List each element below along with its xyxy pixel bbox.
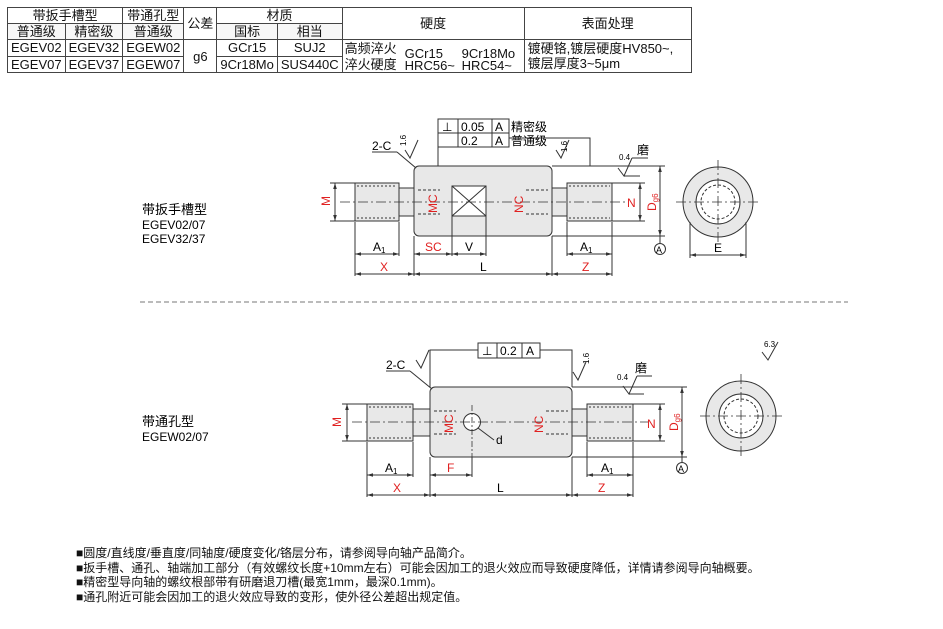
chamfer-label-top: 2-C	[372, 139, 392, 153]
dim-f: F	[447, 461, 454, 475]
dim-nc-bottom: NC	[532, 415, 546, 433]
chamfer-label-bottom: 2-C	[386, 358, 406, 372]
header-normal: 普通级	[7, 23, 66, 40]
cell-r2-precision: EGEV37	[64, 55, 124, 73]
datum-a-label-bottom: A	[678, 464, 684, 474]
label-through-model: EGEW02/07	[142, 430, 209, 444]
dim-m-bottom: M	[330, 417, 344, 427]
surface-line1: 镀硬铬,镀层硬度HV850~,	[527, 41, 674, 56]
tolerance-frame-bottom	[477, 342, 541, 359]
dim-mc-top: MC	[426, 194, 440, 213]
hardness-val2: HRC54~	[461, 58, 512, 73]
drawing-wrench-type	[330, 137, 760, 276]
surface-line2: 镀层厚度3~5μm	[527, 56, 621, 71]
header-national: 国标	[216, 23, 278, 40]
tol-val-bottom: 0.2	[500, 344, 517, 358]
note-item: ■扳手槽、通孔、轴端加工部分（有效螺纹长度+10mm左右）可能会因加工的退火效应…	[76, 560, 760, 575]
drawing-through-type	[342, 341, 784, 497]
rough-1-6-b: 1.6	[560, 140, 569, 152]
cell-r2-through: EGEW07	[122, 55, 185, 73]
thread-right-bottom	[586, 403, 634, 442]
dim-d-bottom: Dg6	[667, 413, 682, 431]
perp-symbol-top: ⊥	[442, 120, 452, 134]
drawing-through-labels: 带通孔型 EGEW02/07 ⊥ 0.2 A 2-C 1.6 0.4 6.3 磨…	[142, 340, 776, 495]
dim-e: E	[714, 241, 722, 255]
cell-r2-mat-cn: 9Cr18Mo	[216, 55, 278, 73]
datum-a-label-top: A	[656, 245, 662, 255]
dim-a1-left-top: A1	[373, 240, 386, 255]
dim-z-top: Z	[582, 260, 589, 274]
perp-symbol-bottom: ⊥	[482, 344, 492, 358]
dim-mc-bottom: MC	[442, 414, 456, 433]
tol-val-normal: 0.2	[461, 134, 478, 148]
drawing-wrench-labels: 带扳手槽型 EGEV02/07 EGEV32/37 ⊥ 0.05 A 精密级 0…	[142, 118, 722, 274]
header-type-wrench: 带扳手槽型	[6, 7, 124, 24]
label-wrench-model1: EGEV02/07	[142, 218, 206, 232]
dim-m-top: M	[319, 196, 333, 206]
header-type-through: 带通孔型	[122, 7, 185, 24]
tol-ref-precision: A	[495, 120, 503, 134]
rough-1-6-a: 1.6	[399, 134, 408, 146]
hardness-line1: 高频淬火	[344, 41, 397, 56]
hardness-val1: HRC56~	[404, 58, 455, 73]
grind-label-bottom: 磨	[635, 361, 647, 375]
note-item: ■通孔附近可能会因加工的退火效应导致的变形，使外径公差超出规定值。	[76, 589, 468, 604]
note-item: ■精密型导向轴的螺纹根部带有研磨退刀槽(最宽1mm，最深0.1mm)。	[76, 575, 443, 589]
rough-0-4-top: 0.4	[619, 153, 631, 162]
datum-a-top	[654, 243, 666, 255]
header-equivalent: 相当	[276, 23, 343, 40]
rough-6-3: 6.3	[764, 340, 776, 349]
tol-ref-bottom: A	[526, 344, 534, 358]
label-wrench-title: 带扳手槽型	[142, 202, 207, 217]
datum-a-bottom	[676, 462, 688, 474]
dim-l-top: L	[480, 260, 487, 274]
dim-n-bottom: N	[647, 417, 656, 431]
cell-r1-mat-cn: GCr15	[216, 39, 278, 57]
note-item: ■圆度/直线度/垂直度/同轴度/硬度变化/铬层分布，请参阅导向轴产品简介。	[76, 546, 472, 560]
dim-small-d: d	[496, 433, 503, 447]
rough-1-6-bottom: 1.6	[582, 352, 591, 364]
dim-d-top: Dg6	[645, 193, 660, 211]
thread-right	[566, 182, 613, 222]
label-through-title: 带通孔型	[142, 414, 194, 429]
hardness-mat2: 9Cr18Mo	[461, 46, 516, 61]
notes-block: ■圆度/直线度/垂直度/同轴度/硬度变化/铬层分布，请参阅导向轴产品简介。 ■扳…	[76, 546, 760, 604]
header-precision: 精密级	[64, 23, 124, 40]
header-normal-through: 普通级	[122, 23, 185, 40]
cell-tolerance: g6	[183, 39, 218, 73]
dim-a1-right-bottom: A1	[601, 461, 614, 476]
cell-r1-through: EGEW02	[122, 39, 185, 57]
cell-r1-normal: EGEV02	[7, 39, 66, 57]
dim-v: V	[465, 240, 473, 254]
dim-nc-top: NC	[512, 195, 526, 213]
cell-surface: 镀硬铬,镀层硬度HV850~, 镀层厚度3~5μm	[523, 39, 692, 73]
cell-r2-mat-eq: SUS440C	[276, 55, 343, 73]
dim-a1-right-top: A1	[580, 240, 593, 255]
dim-n-top: N	[627, 196, 636, 210]
dim-z-bottom: Z	[598, 481, 605, 495]
header-tolerance: 公差	[183, 7, 218, 40]
tol-val-precision: 0.05	[461, 120, 485, 134]
spec-table: 带扳手槽型 带通孔型 公差 材质 硬度 表面处理 普通级 精密级 普通级 国标 …	[6, 7, 692, 73]
cell-r2-normal: EGEV07	[7, 55, 66, 73]
label-wrench-model2: EGEV32/37	[142, 232, 206, 246]
tol-grade-precision: 精密级	[511, 119, 547, 134]
tol-grade-normal: 普通级	[511, 134, 547, 148]
dim-l-bottom: L	[497, 481, 504, 495]
dim-sc: SC	[425, 240, 442, 254]
dim-a1-left-bottom: A1	[385, 461, 398, 476]
dim-x-bottom: X	[393, 481, 401, 495]
dim-x-top: X	[380, 260, 388, 274]
header-hardness: 硬度	[341, 7, 525, 40]
rough-0-4-bottom: 0.4	[617, 373, 629, 382]
hardness-mat1: GCr15	[404, 46, 443, 61]
tol-ref-normal: A	[495, 134, 503, 148]
cell-hardness: 高频淬火 淬火硬度 GCr15 9Cr18Mo HRC56~ HRC54~	[341, 39, 525, 73]
thread-left-bottom	[366, 403, 414, 442]
hardness-line2: 淬火硬度	[344, 57, 397, 72]
grind-label-top: 磨	[637, 143, 649, 157]
